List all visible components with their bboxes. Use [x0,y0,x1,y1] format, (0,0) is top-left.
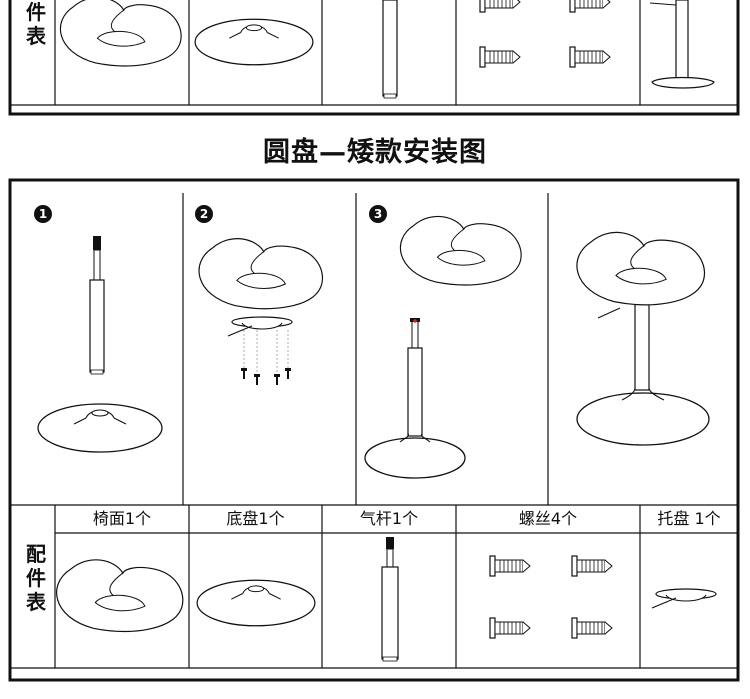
screw-icon [489,555,613,639]
parts-side-label: 配 件 表 [18,542,54,614]
side-char: 件 [26,566,46,590]
page-title: 圆盘—矮款安装图 [263,137,487,168]
tray-icon [651,588,717,609]
seat-icon [56,559,184,632]
header-base: 底盘1个 [226,509,285,528]
base-icon [196,579,316,627]
header-tray: 托盘 1个 [657,509,721,528]
header-screws: 螺丝4个 [518,509,578,528]
top-side-label: 件 表 [18,0,54,48]
side-char: 件 [26,0,46,24]
top-parts-table [8,0,740,116]
screw-icon [479,0,611,68]
side-char: 配 [26,542,46,566]
assembled-stool-illustration [576,231,710,446]
gas-lift-icon [382,0,398,99]
side-char: 表 [26,24,46,48]
step-2-illustration [198,238,324,385]
base-icon [194,18,314,66]
assembled-stool-icon [649,0,715,89]
step-3-badge: 3 [369,205,387,223]
step-3-illustration [364,215,522,479]
step-1-illustration [37,235,163,453]
gas-lift-icon [381,537,399,662]
assembly-table [8,178,740,682]
header-seat: 椅面1个 [92,509,152,528]
header-gas-lift: 气杆1个 [359,509,419,528]
side-char: 表 [26,590,46,614]
step-1-badge: 1 [34,205,52,223]
seat-icon [59,0,182,67]
step-2-badge: 2 [195,205,213,223]
